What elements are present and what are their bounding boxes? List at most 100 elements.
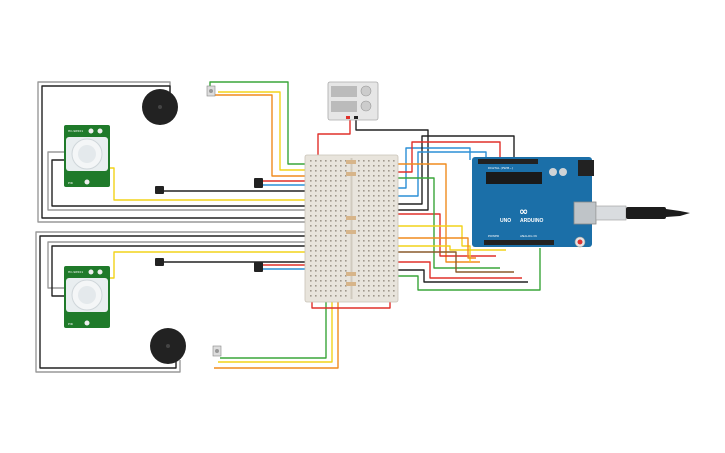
breadboard-hole [325, 245, 327, 247]
transistor-bottom-right[interactable] [254, 262, 263, 272]
battery-pack[interactable] [327, 81, 379, 121]
breadboard-hole [345, 185, 347, 187]
breadboard-hole [320, 285, 322, 287]
breadboard-hole [393, 190, 395, 192]
breadboard-hole [335, 290, 337, 292]
breadboard-hole [368, 220, 370, 222]
pir-label-a: HC-SR501 [68, 129, 83, 133]
breadboard-hole [358, 195, 360, 197]
breadboard-hole [325, 160, 327, 162]
breadboard-hole [373, 220, 375, 222]
breadboard-hole [363, 165, 365, 167]
breadboard-hole [373, 190, 375, 192]
breadboard-hole [345, 250, 347, 252]
breadboard-hole [340, 265, 342, 267]
breadboard-hole [373, 240, 375, 242]
breadboard-hole [388, 160, 390, 162]
breadboard-hole [330, 185, 332, 187]
breadboard-hole [325, 240, 327, 242]
breadboard-hole [335, 165, 337, 167]
wire-green-top [209, 81, 310, 165]
arduino-uno[interactable]: ∞ ARDUINO UNO DIGITAL (PWM~) ANALOG IN P… [472, 157, 597, 248]
breadboard-hole [383, 290, 385, 292]
breadboard-hole [378, 235, 380, 237]
breadboard-hole [383, 205, 385, 207]
breadboard-hole [315, 170, 317, 172]
power-jack[interactable] [578, 160, 594, 176]
transistor-top-right[interactable] [254, 178, 263, 188]
breadboard-hole [325, 225, 327, 227]
resistor[interactable] [346, 216, 356, 220]
breadboard-hole [383, 215, 385, 217]
trim-pot-icon [97, 128, 103, 134]
breadboard-hole [320, 265, 322, 267]
breadboard-hole [315, 240, 317, 242]
breadboard-hole [330, 180, 332, 182]
breadboard-hole [325, 170, 327, 172]
breadboard-hole [368, 235, 370, 237]
breadboard-hole [340, 270, 342, 272]
wire-orange-top [214, 94, 310, 177]
breadboard-hole [340, 190, 342, 192]
breadboard-hole [368, 240, 370, 242]
pir-sensor-top[interactable]: HC-SR501 PIR [64, 125, 110, 187]
breadboard-hole [378, 200, 380, 202]
breadboard-hole [335, 200, 337, 202]
breadboard-hole [378, 225, 380, 227]
transistor-top-left[interactable] [155, 186, 164, 194]
breadboard-hole [358, 230, 360, 232]
trim-pot-icon [88, 269, 94, 275]
analog-power-header[interactable] [484, 240, 554, 245]
buzzer-top[interactable] [142, 89, 178, 125]
resistor[interactable] [346, 230, 356, 234]
breadboard-hole [330, 190, 332, 192]
pushbutton-top[interactable] [206, 85, 216, 97]
pushbutton-bottom[interactable] [212, 345, 222, 357]
wire-red-3 [398, 141, 501, 173]
breadboard-hole [320, 180, 322, 182]
breadboard-hole [368, 215, 370, 217]
breadboard-hole [378, 195, 380, 197]
trim-pot-icon [84, 179, 90, 185]
breadboard-hole [330, 290, 332, 292]
breadboard-hole [388, 195, 390, 197]
breadboard-holes [310, 160, 395, 297]
breadboard-hole [383, 240, 385, 242]
buzzer-bottom[interactable] [150, 328, 186, 364]
breadboard-hole [363, 205, 365, 207]
usb-cable[interactable] [595, 205, 690, 221]
breadboard-hole [368, 245, 370, 247]
breadboard-hole [383, 285, 385, 287]
wire-black-battery [355, 118, 429, 211]
digital-header[interactable] [478, 159, 538, 164]
digital-label: DIGITAL (PWM~) [488, 166, 513, 170]
wires [35, 81, 541, 373]
breadboard-hole [393, 255, 395, 257]
usb-port[interactable] [573, 201, 597, 225]
pir-sensor-bottom[interactable]: HC-SR501 PIR [64, 266, 110, 328]
breadboard-hole [315, 185, 317, 187]
breadboard-hole [325, 295, 327, 297]
breadboard[interactable] [304, 154, 399, 303]
breadboard-hole [368, 280, 370, 282]
breadboard-hole [388, 225, 390, 227]
breadboard-hole [325, 265, 327, 267]
breadboard-hole [335, 270, 337, 272]
resistor[interactable] [346, 172, 356, 176]
resistor[interactable] [346, 282, 356, 286]
breadboard-hole [340, 195, 342, 197]
breadboard-hole [363, 225, 365, 227]
breadboard-hole [335, 185, 337, 187]
breadboard-hole [325, 185, 327, 187]
breadboard-hole [325, 220, 327, 222]
transistor-bottom-left[interactable] [155, 258, 164, 266]
breadboard-hole [383, 265, 385, 267]
resistor[interactable] [346, 272, 356, 276]
breadboard-hole [393, 215, 395, 217]
breadboard-hole [320, 215, 322, 217]
breadboard-hole [383, 230, 385, 232]
breadboard-hole [373, 225, 375, 227]
breadboard-hole [388, 205, 390, 207]
breadboard-hole [345, 280, 347, 282]
resistor[interactable] [346, 160, 356, 164]
